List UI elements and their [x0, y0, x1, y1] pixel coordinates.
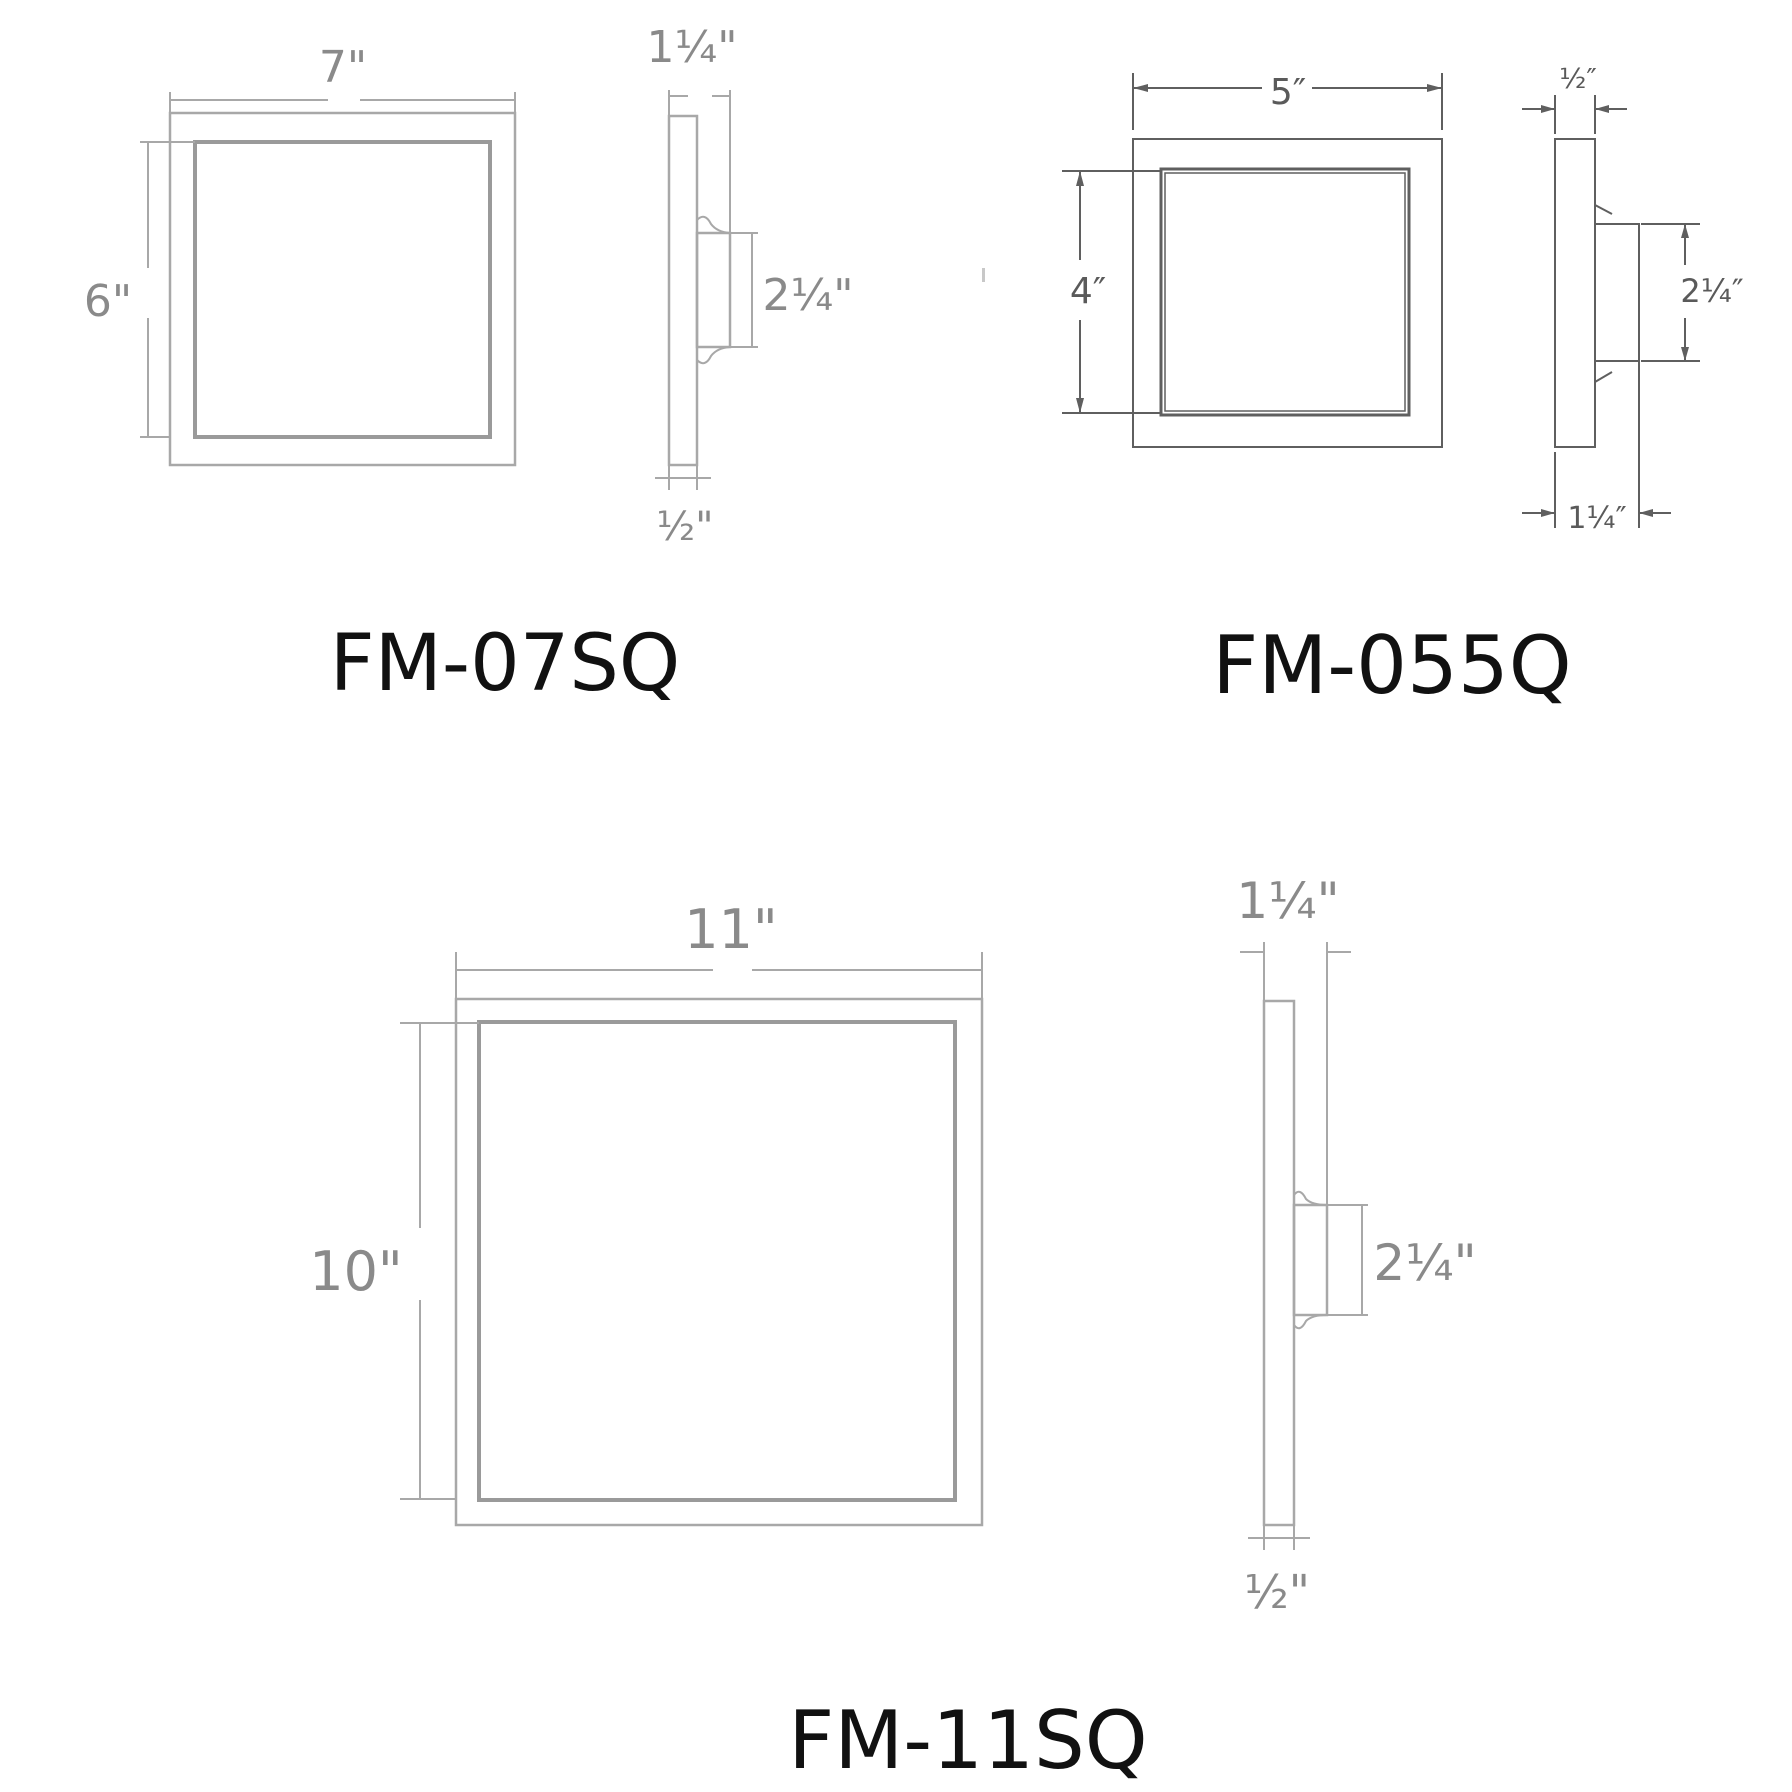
fm-11sq-height-label: 10" — [309, 1240, 403, 1303]
fm-11sq-depth-label: 1¼" — [1236, 872, 1339, 930]
fm-11sq-width-label: 11" — [684, 898, 778, 961]
fm-11sq-front-view — [400, 952, 984, 1527]
fm-07sq-width-label: 7" — [319, 42, 367, 93]
fm-11sq-side-view — [1240, 942, 1368, 1550]
fm-055q-depth-label: 1¼″ — [1567, 501, 1626, 536]
fm-055q-outer-frame — [1132, 138, 1443, 448]
fm-055q-side-canopy — [1594, 223, 1640, 362]
fm-11sq-inner-lens — [477, 1020, 957, 1502]
fm-055q-side-plate — [1554, 138, 1596, 448]
fm-11sq-model-title: FM-11SQ — [788, 1694, 1147, 1787]
fm-055q-width-label: 5″ — [1270, 72, 1306, 113]
fm-07sq-outer-frame — [168, 111, 517, 467]
fm-055q-canopy-label: 2¼″ — [1680, 272, 1743, 310]
fm-07sq-depth-label: 1¼" — [647, 22, 738, 73]
fm-055q-plate-label: ½″ — [1559, 62, 1597, 95]
fm-07sq-canopy-label: 2¼" — [763, 270, 854, 321]
fm-11sq-plate-label: ½" — [1244, 1565, 1310, 1619]
fm-07sq-plate-label: ½" — [656, 504, 713, 550]
fm-07sq-side-view — [655, 90, 758, 490]
fm-07sq-front-view — [140, 92, 517, 467]
fm-11sq-side-plate — [1262, 999, 1296, 1527]
fm-055q-inner-lens — [1159, 167, 1411, 417]
fm-055q-side-view — [1522, 95, 1700, 528]
fm-07sq-model-title: FM-07SQ — [330, 619, 680, 709]
fm-11sq-canopy-label: 2¼" — [1373, 1234, 1476, 1292]
fm-07sq-inner-lens — [193, 140, 492, 439]
fm-07sq-side-canopy — [695, 231, 732, 349]
fm-07sq-side-plate — [667, 114, 699, 467]
fm-07sq-height-label: 6" — [84, 276, 132, 327]
fm-11sq-outer-frame — [454, 997, 984, 1527]
fm-11sq-side-canopy — [1292, 1203, 1329, 1317]
stray-mark — [982, 268, 985, 282]
fm-055q-model-title: FM-055Q — [1212, 619, 1572, 712]
fm-055q-front-view — [1062, 73, 1443, 448]
fm-055q-height-label: 4″ — [1070, 271, 1106, 312]
